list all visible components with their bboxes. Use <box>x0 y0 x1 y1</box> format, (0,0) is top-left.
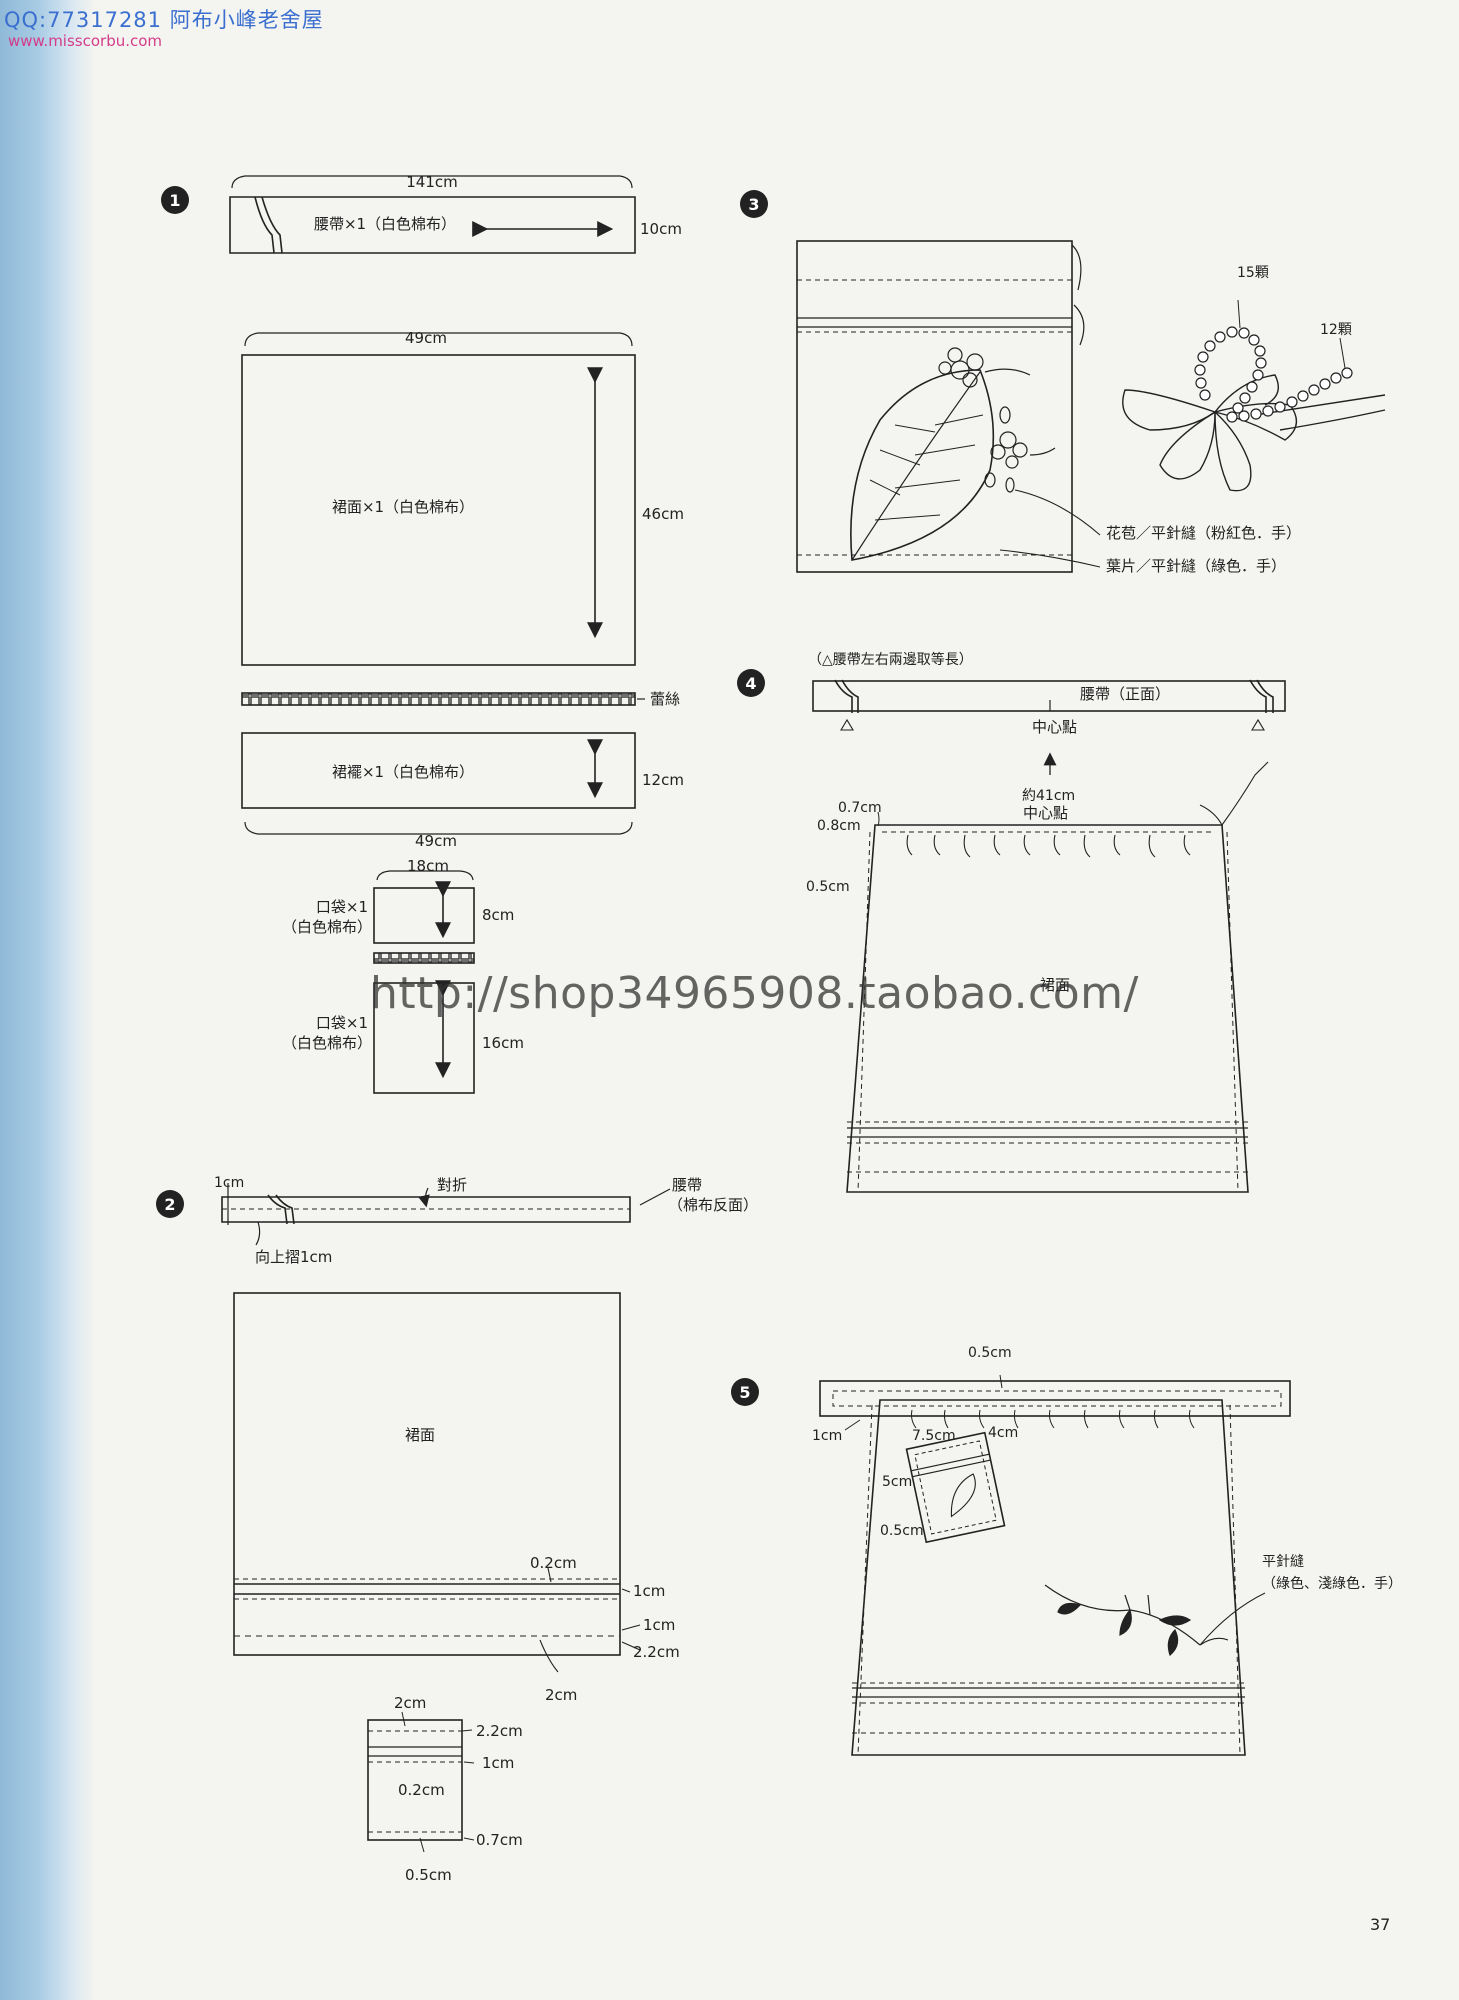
flower-buds <box>938 347 1056 493</box>
svg-text:腰帶: 腰帶 <box>672 1176 702 1194</box>
svg-text:0.7cm: 0.7cm <box>838 800 882 816</box>
needle-thread <box>1221 761 1269 826</box>
waistband-folded <box>221 1196 631 1223</box>
svg-text:12顆: 12顆 <box>1320 322 1352 338</box>
svg-text:49cm: 49cm <box>415 832 457 850</box>
lace-strip <box>241 692 636 706</box>
gather-pins <box>906 834 1191 858</box>
svg-text:2.2cm: 2.2cm <box>476 1722 523 1740</box>
svg-text:0.5cm: 0.5cm <box>806 879 850 895</box>
svg-text:（△腰帶左右兩邊取等長）: （△腰帶左右兩邊取等長） <box>808 651 973 668</box>
gathered-skirt <box>846 824 1249 1193</box>
svg-text:中心點: 中心點 <box>1032 718 1077 736</box>
svg-text:18cm: 18cm <box>407 857 449 875</box>
svg-text:（綠色、淺綠色．手）: （綠色、淺綠色．手） <box>1262 1575 1402 1592</box>
svg-text:0.7cm: 0.7cm <box>476 1831 523 1849</box>
pocket-assembled <box>367 1719 463 1841</box>
svg-text:蕾絲: 蕾絲 <box>650 690 680 708</box>
svg-text:7.5cm: 7.5cm <box>912 1428 956 1444</box>
svg-text:口袋×1: 口袋×1 <box>316 1014 368 1032</box>
svg-text:向上摺1cm: 向上摺1cm <box>255 1248 332 1266</box>
step-3-badge: 3 <box>740 190 768 218</box>
svg-text:0.8cm: 0.8cm <box>817 818 861 834</box>
svg-text:腰帶×1（白色棉布）: 腰帶×1（白色棉布） <box>314 215 456 233</box>
svg-text:16cm: 16cm <box>482 1034 524 1052</box>
svg-text:8cm: 8cm <box>482 906 514 924</box>
shop-watermark: http://shop34965908.taobao.com/ <box>370 968 1139 1019</box>
svg-text:約41cm: 約41cm <box>1022 788 1075 804</box>
svg-text:4cm: 4cm <box>988 1425 1018 1441</box>
svg-text:葉片／平針縫（綠色．手）: 葉片／平針縫（綠色．手） <box>1106 557 1286 575</box>
equal-length-markers <box>840 718 1265 731</box>
svg-text:（棉布反面）: （棉布反面） <box>668 1196 758 1214</box>
decorated-skirt-panel <box>796 240 1073 573</box>
svg-text:5: 5 <box>739 1383 750 1402</box>
waistband-right-side <box>812 680 1286 712</box>
bead-strand <box>1194 326 1353 423</box>
svg-text:1: 1 <box>169 191 180 210</box>
waistband-width-bracket <box>231 175 633 189</box>
svg-text:3: 3 <box>748 195 759 214</box>
step-4-badge: 4 <box>737 669 765 697</box>
svg-text:1cm: 1cm <box>214 1175 244 1191</box>
svg-text:（白色棉布）: （白色棉布） <box>282 918 372 936</box>
finished-skirt <box>851 1399 1246 1756</box>
svg-text:10cm: 10cm <box>640 220 682 238</box>
book-spine-shadow <box>0 0 95 2000</box>
pocket-on-skirt <box>905 1431 1006 1544</box>
site-url-watermark: www.misscorbu.com <box>8 32 163 50</box>
svg-text:裙面×1（白色棉布）: 裙面×1（白色棉布） <box>332 498 474 516</box>
svg-text:中心點: 中心點 <box>1023 804 1068 822</box>
svg-text:0.5cm: 0.5cm <box>968 1345 1012 1361</box>
svg-text:0.2cm: 0.2cm <box>530 1554 577 1572</box>
pocket-piece-1 <box>373 887 475 944</box>
svg-text:裙面: 裙面 <box>405 1426 435 1444</box>
embroidered-vine <box>1044 1584 1229 1657</box>
svg-text:2: 2 <box>164 1195 175 1214</box>
svg-text:0.5cm: 0.5cm <box>405 1866 452 1884</box>
pocket-piece-2 <box>373 982 475 1094</box>
svg-text:15顆: 15顆 <box>1237 265 1269 281</box>
leaf-appliqué <box>850 369 995 561</box>
svg-text:平針縫: 平針縫 <box>1262 1554 1304 1570</box>
svg-text:49cm: 49cm <box>405 329 447 347</box>
svg-text:裙面: 裙面 <box>1040 976 1070 994</box>
svg-text:12cm: 12cm <box>642 771 684 789</box>
svg-text:5cm: 5cm <box>882 1474 912 1490</box>
page-number: 37 <box>1370 1915 1391 1934</box>
waistband-attached <box>819 1380 1291 1417</box>
svg-text:4: 4 <box>745 674 756 693</box>
svg-text:0.5cm: 0.5cm <box>880 1523 924 1539</box>
svg-text:對折: 對折 <box>437 1176 467 1194</box>
svg-text:2.2cm: 2.2cm <box>633 1643 680 1661</box>
step-2-badge: 2 <box>156 1190 184 1218</box>
svg-text:0.2cm: 0.2cm <box>398 1781 445 1799</box>
site-watermark: QQ:77317281 阿布小峰老舍屋 <box>4 8 324 32</box>
svg-text:1cm: 1cm <box>812 1428 842 1444</box>
pins-step5 <box>911 1409 1195 1429</box>
svg-text:裙襬×1（白色棉布）: 裙襬×1（白色棉布） <box>332 763 474 781</box>
svg-text:46cm: 46cm <box>642 505 684 523</box>
step-5-badge: 5 <box>731 1378 759 1406</box>
waistband-piece <box>229 196 636 254</box>
svg-text:口袋×1: 口袋×1 <box>316 898 368 916</box>
step-1-badge: 1 <box>161 186 189 214</box>
svg-text:2cm: 2cm <box>545 1686 577 1704</box>
svg-text:1cm: 1cm <box>482 1754 514 1772</box>
svg-text:1cm: 1cm <box>633 1582 665 1600</box>
skirt-assembled <box>233 1292 621 1656</box>
skirt-piece <box>241 354 636 666</box>
hem-piece <box>241 732 636 809</box>
svg-text:2cm: 2cm <box>394 1694 426 1712</box>
svg-text:腰帶（正面）: 腰帶（正面） <box>1080 685 1170 703</box>
waistband-break-mark <box>254 196 275 254</box>
svg-text:花苞／平針縫（粉紅色．手）: 花苞／平針縫（粉紅色．手） <box>1106 524 1301 542</box>
beaded-flower-detail <box>1122 374 1386 492</box>
svg-text:（白色棉布）: （白色棉布） <box>282 1034 372 1052</box>
pocket-lace <box>373 952 475 964</box>
svg-text:141cm: 141cm <box>406 173 458 191</box>
svg-text:1cm: 1cm <box>643 1616 675 1634</box>
